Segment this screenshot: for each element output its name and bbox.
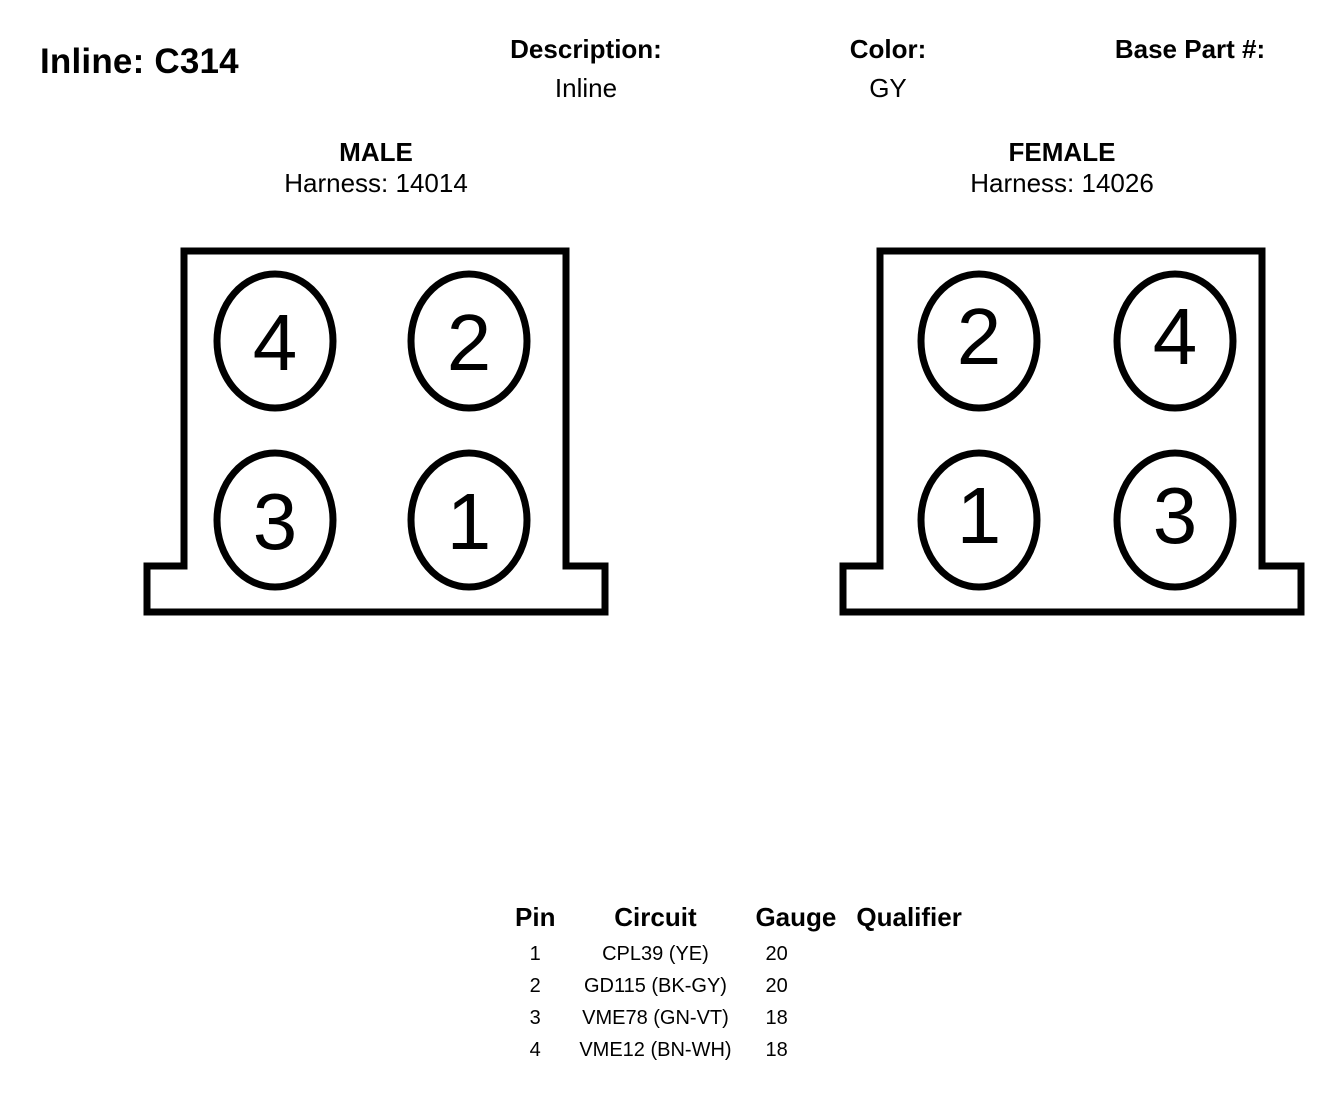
male-harness: Harness: 14014 [284,168,468,198]
color-block: Color: GY [788,30,988,108]
qualifier-cell [846,939,971,971]
table-row: 1 CPL39 (YE) 20 [505,939,972,971]
base-part-label: Base Part #: [1114,34,1266,64]
pin-table: Pin Circuit Gauge Qualifier 1 CPL39 (YE)… [505,902,972,1067]
pin-cell: 4 [529,1039,541,1061]
male-cavity-bottom-right [407,449,531,591]
female-cavity-top-right [1113,270,1237,412]
table-row: 4 VME12 (BN-WH) 18 [505,1035,972,1067]
gauge-cell: 20 [765,975,788,997]
circuit-cell: CPL39 (YE) [602,943,709,965]
female-cavity-bottom-right [1113,449,1237,591]
gauge-cell: 20 [765,943,788,965]
female-harness: Harness: 14026 [970,168,1154,198]
female-pin-bottom-left: 1 [957,471,1002,560]
qualifier-cell [846,971,971,1003]
female-pin-bottom-right: 3 [1153,471,1198,560]
female-cavity-top-left [917,270,1041,412]
circuit-cell: GD115 (BK-GY) [583,975,727,997]
qualifier-cell [846,1035,971,1067]
base-part-block: Base Part #: [1090,30,1290,68]
female-heading: FEMALE Harness: 14026 [892,136,1232,198]
male-label: MALE [339,137,413,167]
male-connector-housing [143,247,609,616]
female-connector-diagram: 2 4 1 3 [839,247,1305,616]
male-pin-top-left: 4 [253,298,298,387]
qualifier-column-header: Qualifier [856,902,962,932]
table-row: 3 VME78 (GN-VT) 18 [505,1003,972,1035]
female-label: FEMALE [1008,137,1116,167]
description-block: Description: Inline [486,30,686,108]
pin-cell: 3 [529,1007,541,1029]
qualifier-cell [846,1003,971,1035]
description-label: Description: [510,34,662,64]
male-cavity-bottom-left [213,449,337,591]
pin-cell: 1 [529,943,541,965]
female-cavity-bottom-left [917,449,1041,591]
circuit-column-header: Circuit [614,902,697,932]
male-pin-top-right: 2 [447,298,492,387]
gauge-column-header: Gauge [755,902,837,932]
male-heading: MALE Harness: 14014 [206,136,546,198]
male-pin-bottom-right: 1 [447,477,492,566]
table-row: 2 GD115 (BK-GY) 20 [505,971,972,1003]
pin-column-header: Pin [515,902,556,932]
female-pin-top-right: 4 [1153,292,1198,381]
gauge-cell: 18 [765,1039,788,1061]
circuit-cell: VME78 (GN-VT) [582,1007,729,1029]
male-connector-diagram: 4 2 3 1 [143,247,609,616]
female-pin-top-left: 2 [957,292,1002,381]
male-cavity-top-right [407,270,531,412]
male-cavity-top-left [213,270,337,412]
gauge-cell: 18 [765,1007,788,1029]
color-value: GY [869,73,907,103]
male-pin-bottom-left: 3 [253,477,298,566]
pin-cell: 2 [529,975,541,997]
description-value: Inline [554,73,618,103]
color-label: Color: [849,34,927,64]
pin-table-header: Pin Circuit Gauge Qualifier [505,902,972,939]
circuit-cell: VME12 (BN-WH) [579,1039,732,1061]
female-connector-housing [839,247,1305,616]
page-title: Inline: C314 [40,42,239,81]
